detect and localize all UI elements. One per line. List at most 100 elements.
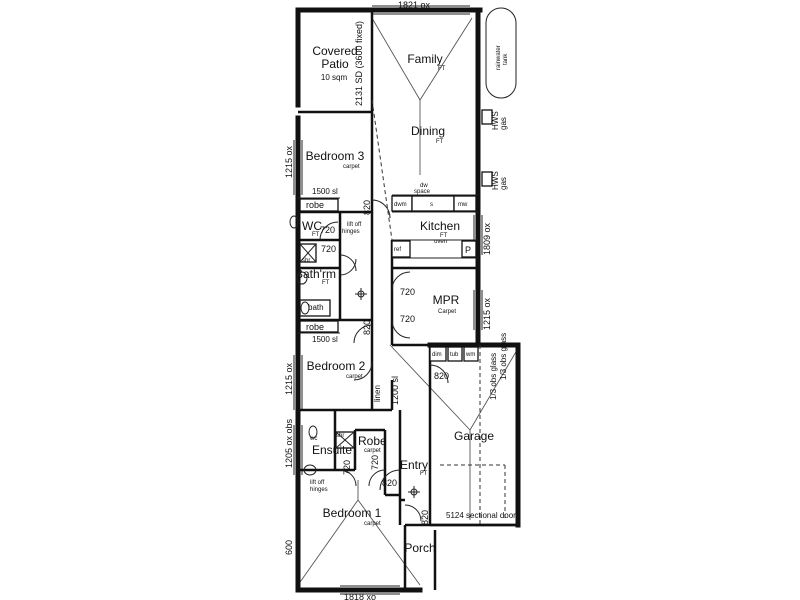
sink-box <box>411 195 455 212</box>
room-porch: Porch <box>404 541 435 555</box>
mpr-finish: Carpet <box>438 309 456 315</box>
external-walls <box>295 7 521 593</box>
shr2-label: shr <box>336 433 344 439</box>
dim-door-820-c: 820 <box>434 371 449 381</box>
ensuite-basin-icon <box>303 464 317 476</box>
bath-basin-icon-2 <box>296 271 308 285</box>
tub-label: tub <box>450 352 459 358</box>
lift-off-label-3: lift off <box>310 480 325 486</box>
robe2-box <box>299 320 339 333</box>
tub-box <box>447 346 463 362</box>
microwave-box <box>453 195 477 212</box>
robe3-shelf: 1500 sl <box>312 187 338 196</box>
wc2-label: wc <box>309 436 317 442</box>
oven-label: oven <box>434 239 447 245</box>
lift-off-label: lift off <box>347 222 362 228</box>
pantry-box <box>461 240 477 258</box>
obs-glass-label: 1/3 obs glass <box>489 353 498 400</box>
door-swings <box>319 199 449 522</box>
dim-left-1215-b: 1215 ox <box>284 362 294 395</box>
dining-finish: FT <box>436 139 444 145</box>
dim-door-720-b: 720 <box>321 244 336 254</box>
dim-door-720-d: 720 <box>400 314 415 324</box>
dim-top: 1821 ox <box>398 0 431 10</box>
rainwater-label: rainwater <box>496 45 502 70</box>
family-finish: FT <box>438 66 446 72</box>
room-bathroom: Bath'rm <box>295 267 336 281</box>
sink-label: s <box>430 202 433 208</box>
wm-box <box>463 346 479 362</box>
room-wc: WC <box>302 219 322 233</box>
room-garage: Garage <box>454 429 494 443</box>
dim-shelf-1200: 1200 sl <box>390 376 400 405</box>
patio-area: 10 sqm <box>321 73 348 82</box>
dim-door-820-d: 820 <box>382 478 397 488</box>
dim-door-720-e: 720 <box>342 460 352 475</box>
wc-finish: FT <box>312 232 320 238</box>
bedroom3-finish: carpet <box>343 164 360 170</box>
linen-label: linen <box>373 385 382 402</box>
room-covered-patio-2: Patio <box>321 57 349 71</box>
roof-lines <box>297 17 521 586</box>
room-entry: Entry <box>400 458 428 472</box>
fixture-labels: robe 1500 sl robe 1500 sl bath shr shr w… <box>302 45 516 520</box>
hws-label: HWS <box>491 111 500 130</box>
bath-basin-icon <box>300 301 310 315</box>
dashed-lines <box>371 99 506 525</box>
dw-space-label-2: space <box>414 189 431 195</box>
room-dining: Dining <box>411 124 445 138</box>
robe3-box <box>299 198 339 212</box>
bath-label: bath <box>308 303 324 312</box>
wc-pan-icon-2 <box>289 215 299 229</box>
dim-door-820-b: 820 <box>362 320 372 335</box>
sectional-door-label: 5124 sectional door <box>446 511 516 520</box>
ref-label: ref <box>394 247 401 253</box>
room-bedroom2: Bedroom 2 <box>307 359 366 373</box>
dim-right-1809: 1809 ox <box>482 222 492 255</box>
dim-door-720-c: 720 <box>400 287 415 297</box>
windows <box>293 5 483 595</box>
kitchen-finish: FT <box>440 233 448 239</box>
room-kitchen: Kitchen <box>420 219 460 233</box>
robe2-shelf: 1500 sl <box>312 335 338 344</box>
entry-finish: FT <box>420 471 428 477</box>
room-mpr: MPR <box>433 293 460 307</box>
bedroom1-finish: carpet <box>364 521 381 527</box>
shr-label: shr <box>302 258 310 264</box>
dim-left-1205: 1205 ox obs <box>284 418 294 468</box>
dim-left-600: 600 <box>284 540 294 555</box>
pantry-label: P <box>465 245 471 255</box>
hws-box <box>481 109 493 125</box>
room-family: Family <box>407 52 442 66</box>
lift-off-label-2: hinges <box>342 229 360 235</box>
dim-left-1215-a: 1215 ox <box>284 145 294 178</box>
hws2-label: HWS <box>491 171 500 190</box>
dw-space-label: dw <box>420 183 428 189</box>
room-bedroom3: Bedroom 3 <box>306 149 365 163</box>
obs-glass-label-2: 1/3 obs glass <box>499 333 508 380</box>
hws-label-2: gas <box>499 117 508 130</box>
room-ensuite: Ensuite <box>312 443 352 457</box>
dim-box <box>429 346 447 362</box>
bathroom-finish: FT <box>322 280 330 286</box>
room-covered-patio: Covered <box>312 44 357 58</box>
room-labels: Covered Patio 10 sqm Family FT Dining FT… <box>295 44 494 555</box>
ref-box <box>391 240 411 258</box>
robe-room-finish: carpet <box>364 448 381 454</box>
hws-box-2 <box>481 171 493 187</box>
dim-door-720-a: 720 <box>320 225 335 235</box>
dim-label: dim <box>432 352 442 358</box>
dim-right-1215: 1215 ox <box>482 297 492 330</box>
dim-patio-sd: 2131 SD (3600 fixed) <box>354 21 364 106</box>
fixtures <box>289 7 518 527</box>
dim-door-820-e: 820 <box>420 510 430 525</box>
mw-label: mw <box>458 202 468 208</box>
dim-door-720-f: 720 <box>370 455 380 470</box>
internal-walls <box>298 10 478 525</box>
dim-bottom: 1818 xo <box>344 592 376 600</box>
rainwater-tank <box>485 7 517 99</box>
wc-pan-icon <box>308 425 318 439</box>
room-robe: Robe <box>358 434 387 448</box>
room-bedroom1: Bedroom 1 <box>323 506 382 520</box>
